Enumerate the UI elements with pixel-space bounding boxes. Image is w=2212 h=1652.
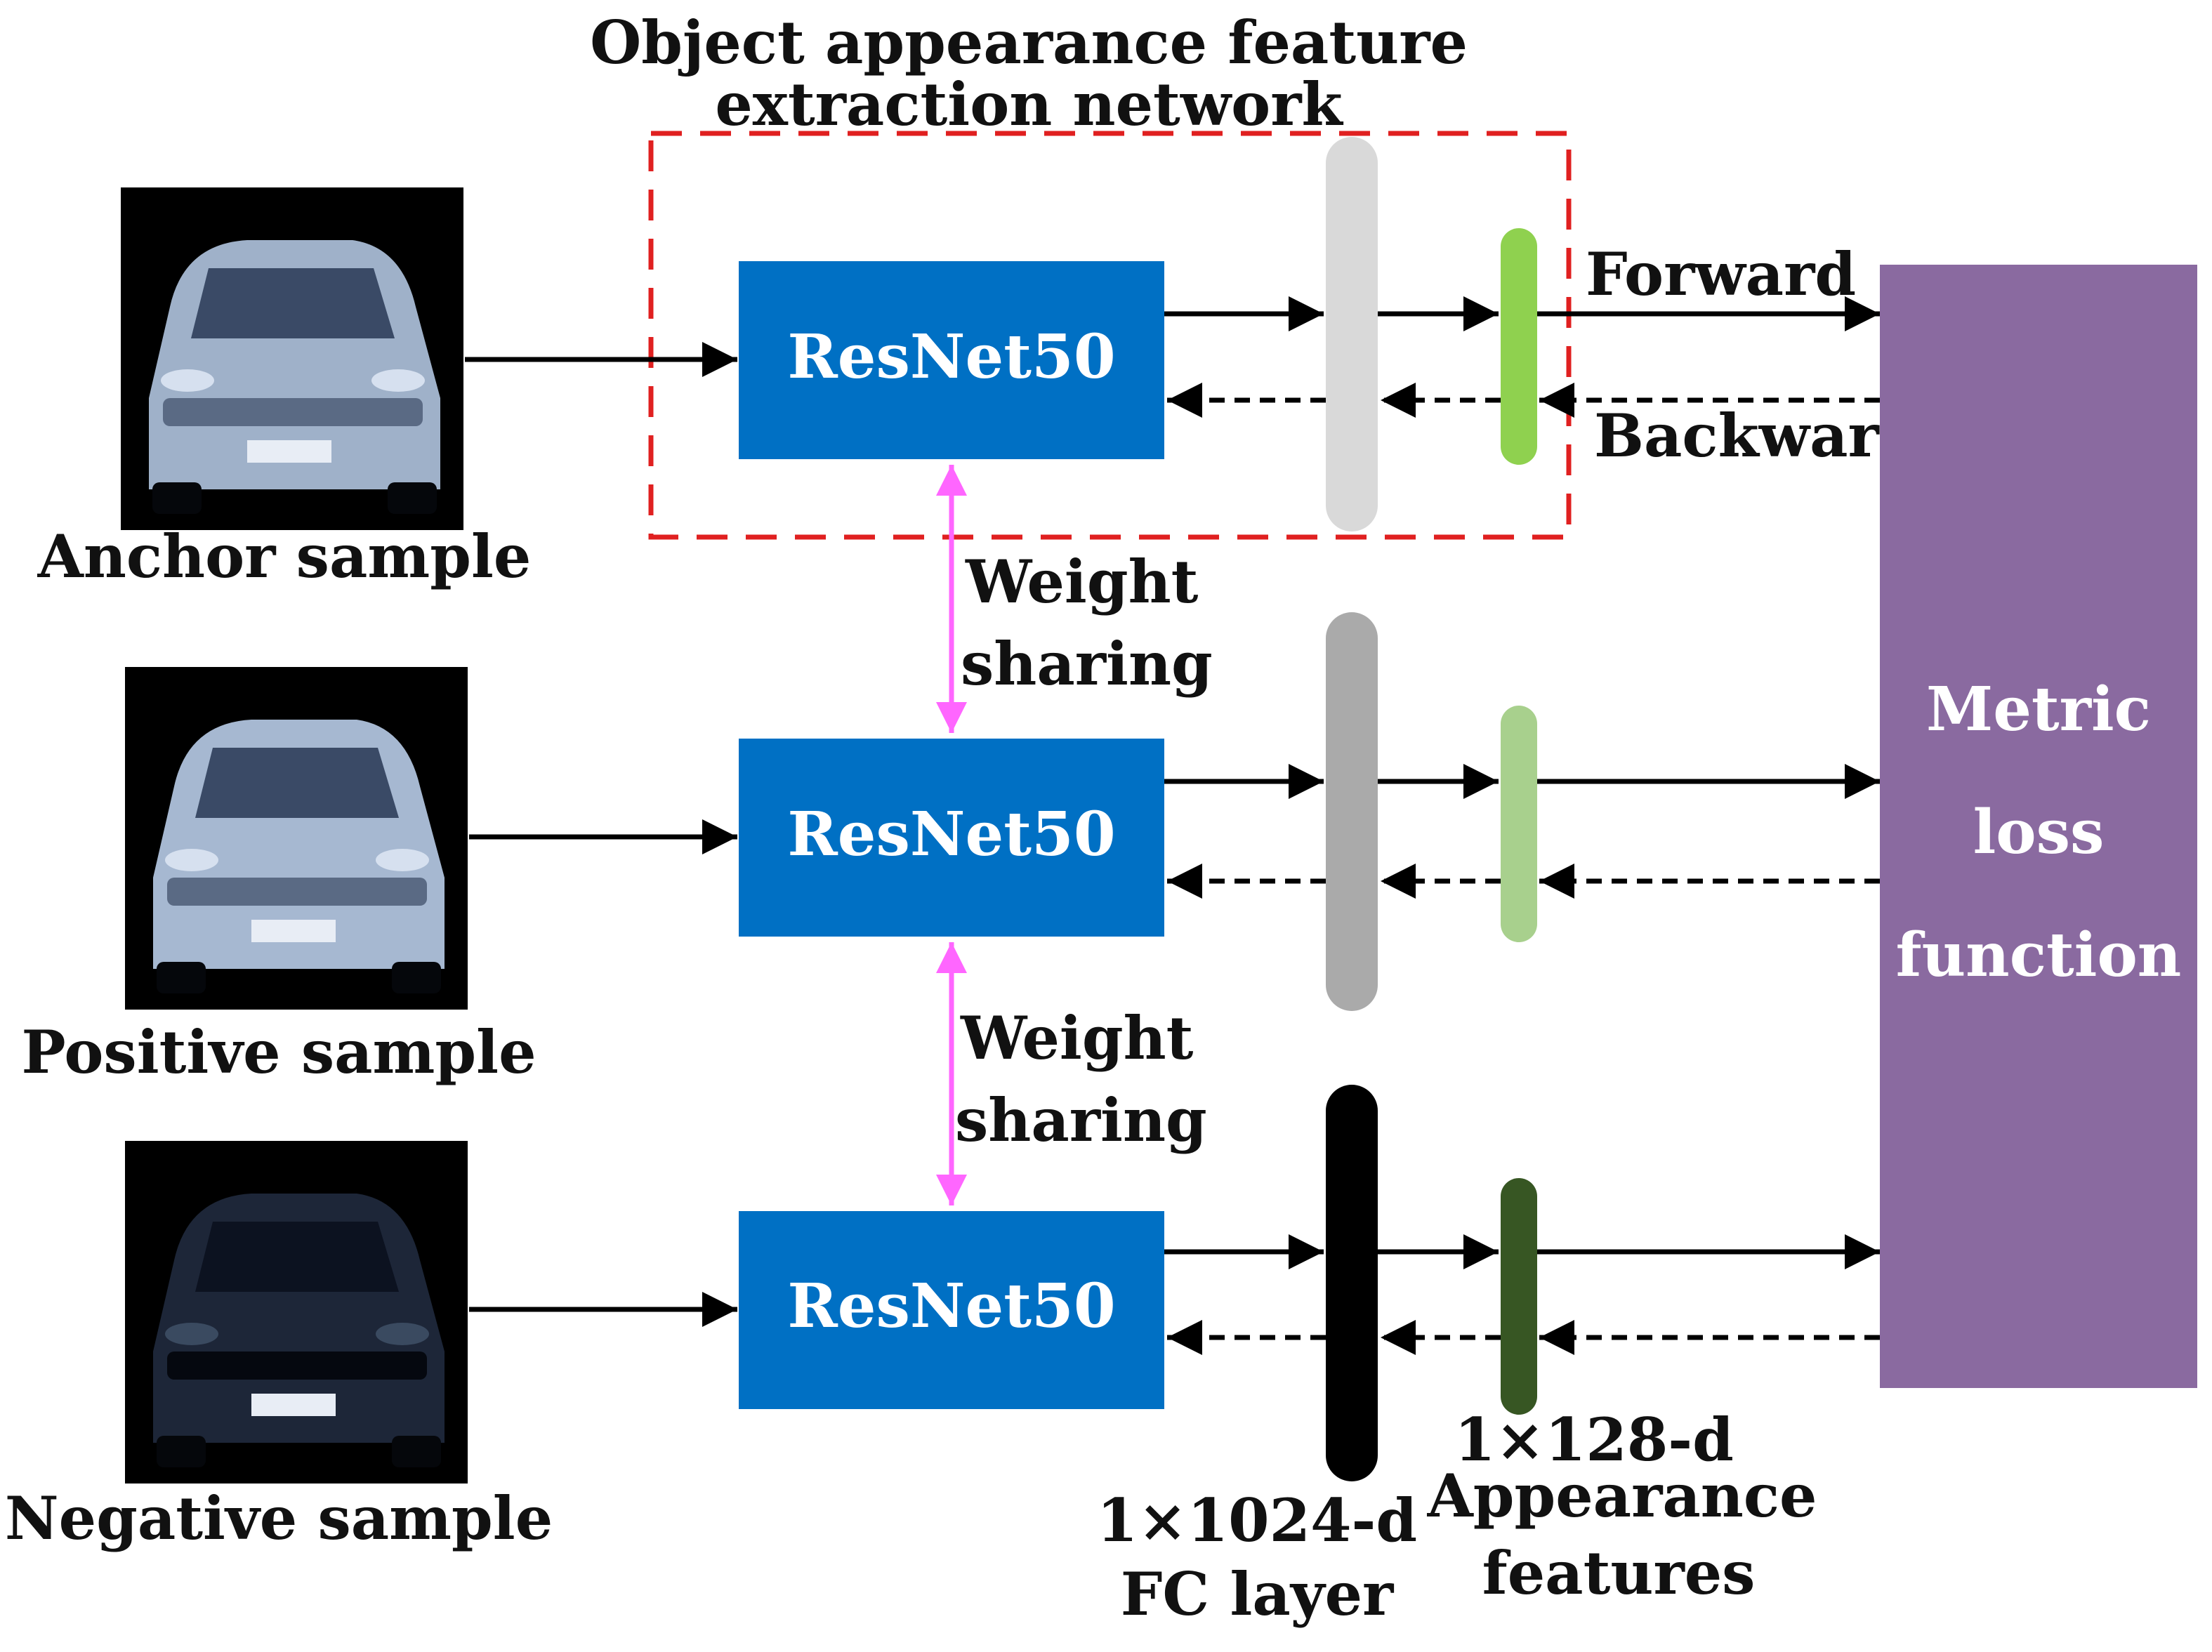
appearance-feature-bar-anchor — [1501, 228, 1537, 465]
appearance-feature-bar-positive — [1501, 706, 1537, 942]
appearance-label-line-1: 1×128-d — [1454, 1405, 1734, 1474]
resnet50-label-anchor: ResNet50 — [787, 322, 1115, 392]
fc-layer-bar-anchor — [1326, 137, 1378, 531]
resnet50-block-positive: ResNet50 — [739, 739, 1164, 937]
backward-label: Backward — [1594, 401, 1921, 470]
backward-arrows — [1167, 383, 1880, 1355]
fc-layer-label-line-1: 1×1024-d — [1097, 1486, 1417, 1555]
positive-sample-label: Positive sample — [21, 1017, 536, 1087]
resnet50-block-negative: ResNet50 — [739, 1211, 1164, 1409]
loss-label-line-1: Metric — [1926, 674, 2151, 745]
title-line-2: extraction network — [715, 70, 1343, 139]
positive-sample-image — [125, 667, 468, 1010]
weight-sharing-label-2-line-2: sharing — [955, 1085, 1207, 1155]
appearance-label-line-3: features — [1482, 1538, 1756, 1608]
weight-sharing-label-1-line-1: Weight — [965, 547, 1199, 616]
weight-sharing-label-2-line-1: Weight — [960, 1003, 1194, 1073]
forward-arrows — [1164, 296, 1880, 1269]
loss-label-line-2: loss — [1973, 797, 2105, 868]
fc-layer-bar-positive — [1326, 612, 1378, 1011]
resnet50-block-anchor: ResNet50 — [739, 261, 1164, 459]
positive-car-icon — [153, 720, 445, 993]
appearance-feature-bar-negative — [1501, 1178, 1537, 1415]
resnet50-label-positive: ResNet50 — [787, 799, 1115, 870]
negative-car-icon — [153, 1194, 445, 1467]
metric-loss-function-block: Metric loss function — [1880, 265, 2197, 1388]
extraction-network-box — [648, 131, 1572, 540]
anchor-car-icon — [149, 240, 440, 514]
negative-sample-label: Negative sample — [5, 1484, 553, 1553]
forward-label: Forward — [1586, 239, 1856, 309]
resnet50-label-negative: ResNet50 — [787, 1271, 1115, 1342]
title-line-1: Object appearance feature — [590, 8, 1468, 77]
appearance-label-line-2: Appearance — [1427, 1461, 1817, 1531]
weight-sharing-label-1-line-2: sharing — [961, 629, 1213, 699]
negative-sample-image — [125, 1141, 468, 1484]
fc-layer-label-line-2: FC layer — [1121, 1559, 1395, 1629]
fc-layer-bar-negative — [1326, 1085, 1378, 1481]
anchor-sample-label: Anchor sample — [37, 522, 532, 591]
loss-label-line-3: function — [1896, 920, 2182, 991]
anchor-sample-image — [121, 187, 463, 530]
